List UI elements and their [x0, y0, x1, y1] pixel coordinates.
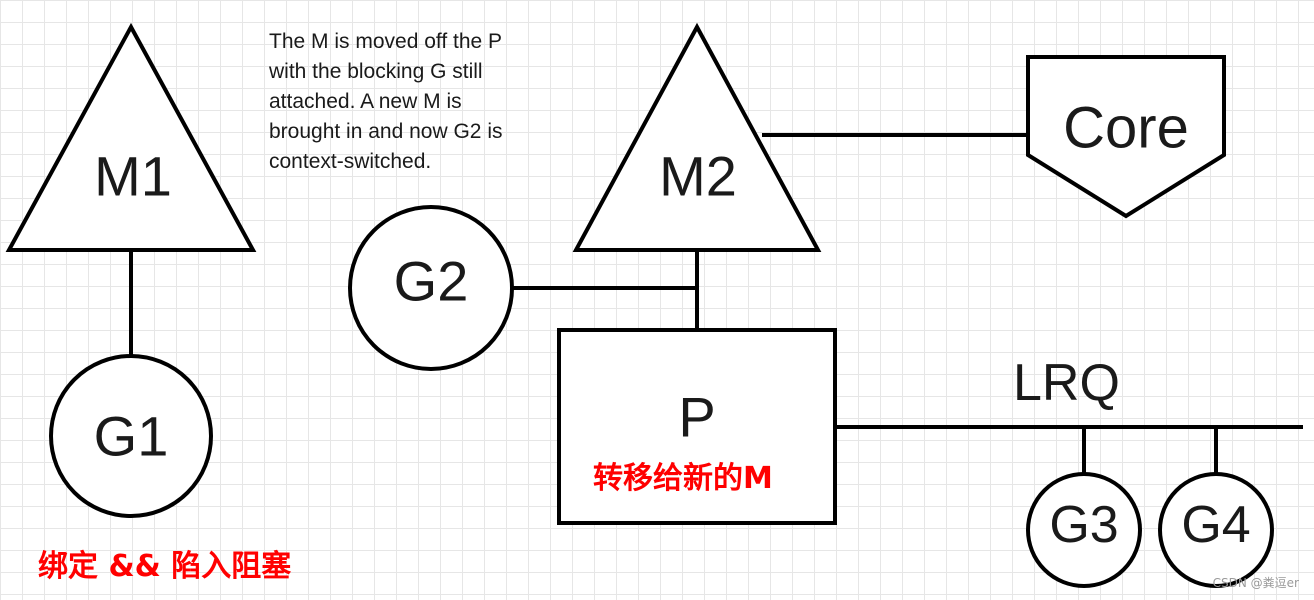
g2-circle [348, 205, 514, 371]
core-label: Core [1063, 96, 1189, 161]
m1-label: M1 [94, 145, 172, 208]
core-node: Core [1026, 55, 1226, 219]
m1-triangle [5, 22, 257, 252]
p-label: P [678, 386, 715, 449]
g1-circle [49, 354, 213, 518]
note-line: attached. A new M is [269, 90, 462, 113]
g4-circle [1158, 472, 1274, 588]
csdn-watermark: CSDN @粪逗er [1213, 576, 1299, 590]
g4-label: G4 [1181, 496, 1250, 554]
note-line: with the blocking G still [268, 60, 483, 83]
g1-node: G1 [49, 354, 213, 518]
explanation-note: The M is moved off the P with the blocki… [268, 30, 502, 173]
g3-label: G3 [1049, 496, 1118, 554]
note-line: context-switched. [269, 150, 431, 173]
m2-triangle [572, 22, 822, 252]
p-rect [557, 328, 837, 525]
m1-node: M1 [5, 22, 257, 252]
bound-blocked-annotation: 绑定 && 陷入阻塞 [38, 549, 291, 584]
lrq-label: LRQ [1013, 354, 1120, 412]
m2-node: M2 [572, 22, 822, 252]
g2-label: G2 [394, 250, 469, 313]
p-node: P 转移给新的M [557, 328, 837, 525]
g2-node: G2 [348, 205, 514, 371]
transfer-annotation: 转移给新的M [593, 461, 773, 496]
note-line: The M is moved off the P [269, 30, 502, 53]
g3-node: G3 [1026, 472, 1142, 588]
g1-label: G1 [94, 405, 169, 468]
note-line: brought in and now G2 is [269, 120, 502, 143]
core-shape [1026, 55, 1226, 219]
g4-node: G4 [1158, 472, 1274, 588]
m2-label: M2 [659, 145, 737, 208]
g3-circle [1026, 472, 1142, 588]
